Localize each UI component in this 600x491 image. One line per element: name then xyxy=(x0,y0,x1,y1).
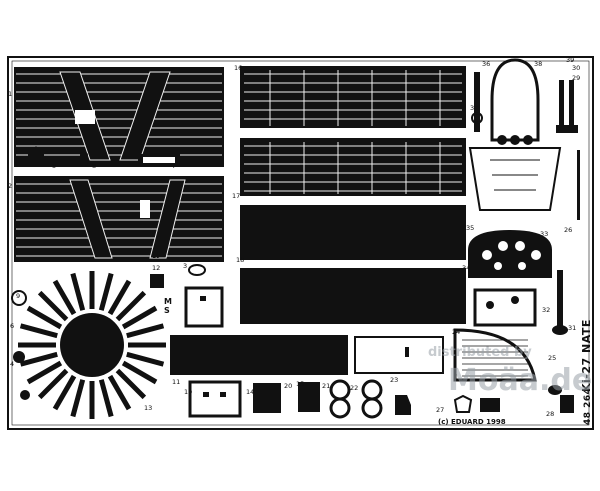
engine-cylinder-fin xyxy=(126,351,165,367)
engine-cylinder-fin xyxy=(26,360,63,385)
canopy-frame-38 xyxy=(468,58,562,211)
part-number-24: 24 xyxy=(452,328,460,336)
side-mark-s: S xyxy=(164,306,170,315)
engine-cylinder-fin xyxy=(37,368,69,400)
part-number-3: 3 xyxy=(183,262,187,270)
kit-number: 48 264 xyxy=(583,388,593,425)
part-number-23: 23 xyxy=(390,376,398,384)
engine-cylinder-fin xyxy=(107,374,132,411)
part-number-11: 11 xyxy=(172,378,180,386)
part-number-2: 2 xyxy=(8,182,12,190)
part-number-39: 39 xyxy=(566,56,574,64)
engine-cylinder-fin xyxy=(52,279,77,316)
part-number-21: 21 xyxy=(322,382,330,390)
strip-parts xyxy=(170,205,466,375)
engine-cylinder-fin xyxy=(26,305,63,330)
kit-name: Ki-27 NATE xyxy=(580,319,593,392)
engine-cylinder-fin xyxy=(70,379,86,418)
engine-cylinder-fin xyxy=(115,290,147,322)
engine-cylinder-fin xyxy=(126,323,165,339)
part-number-4: 4 xyxy=(10,360,14,368)
part-number-6: 6 xyxy=(10,322,14,330)
engine-cylinder-fin xyxy=(107,279,132,316)
part-number-22: 22 xyxy=(350,384,358,392)
radial-engine-part xyxy=(18,271,166,419)
small-parts-row xyxy=(28,146,180,166)
part-number-10: 10 xyxy=(184,388,192,396)
wing-panel-upper xyxy=(14,67,224,167)
part-number-18: 18 xyxy=(236,256,244,264)
lever-parts xyxy=(471,72,483,132)
part-number-37: 37 xyxy=(470,104,478,112)
part-number-9: 9 xyxy=(16,292,20,300)
side-mark-m: M xyxy=(164,297,172,306)
watermark-logo: Moäa.de xyxy=(448,363,592,398)
part-number-19: 19 xyxy=(152,252,160,260)
part-number-16: 16 xyxy=(234,64,242,72)
engine-cylinder-fin xyxy=(98,379,114,418)
fret-inner-frame xyxy=(11,60,590,426)
part-number-25: 25 xyxy=(548,354,556,362)
engine-cylinder-fin xyxy=(19,351,58,367)
part-number-5: 5 xyxy=(52,162,56,170)
watermark-line-1: distributed by xyxy=(428,345,532,360)
bottom-small-parts xyxy=(188,379,574,419)
side-console-32 xyxy=(473,288,537,327)
pedal-31 xyxy=(552,270,568,335)
part-24-curve xyxy=(453,328,537,382)
engine-cylinder-fin xyxy=(89,271,95,309)
engine-cylinder-fin xyxy=(52,374,77,411)
part-number-29: 29 xyxy=(572,74,580,82)
engine-cylinder-fin xyxy=(19,323,58,339)
part-number-14: 14 xyxy=(246,388,254,396)
small-parts-left xyxy=(11,264,206,400)
engine-cylinder-fin xyxy=(89,381,95,419)
fret-frame xyxy=(7,56,594,430)
engine-cylinder-fin xyxy=(18,342,56,348)
part-number-28: 28 xyxy=(546,410,554,418)
engine-cylinder-fin xyxy=(121,360,158,385)
engine-cylinder-fin xyxy=(37,290,69,322)
part-number-12: 12 xyxy=(152,264,160,272)
instrument-panel-part xyxy=(468,230,552,278)
engine-cylinder-fin xyxy=(128,342,166,348)
gun-barrels xyxy=(556,80,580,220)
part-number-33: 33 xyxy=(540,230,548,238)
engine-cylinder-fin xyxy=(98,272,114,311)
part-number-1: 1 xyxy=(8,90,12,98)
part-number-20: 20 xyxy=(284,382,292,390)
engine-cylinder-fin xyxy=(115,368,147,400)
grille-panel-17 xyxy=(240,138,466,196)
engine-cylinder-fin xyxy=(121,305,158,330)
part-number-27: 27 xyxy=(436,406,444,414)
part-number-34: 34 xyxy=(462,264,470,272)
engine-cylinder-fin xyxy=(70,272,86,311)
part-number-13: 13 xyxy=(144,404,152,412)
grille-panel-16 xyxy=(240,66,466,128)
part-number-31: 31 xyxy=(568,324,576,332)
part-number-30: 30 xyxy=(572,64,580,72)
copyright-text: (c) EDUARD 1998 xyxy=(438,418,506,426)
part-number-35: 35 xyxy=(466,224,474,232)
wing-panel-lower xyxy=(14,176,224,262)
part-number-7: 7 xyxy=(172,162,176,170)
part-number-32: 32 xyxy=(542,306,550,314)
part-number-17: 17 xyxy=(232,192,240,200)
part-3-bracket xyxy=(184,286,224,328)
part-number-26: 26 xyxy=(564,226,572,234)
part-number-36: 36 xyxy=(482,60,490,68)
part-number-15: 15 xyxy=(296,380,304,388)
part-number-38: 38 xyxy=(534,60,542,68)
part-number-8: 8 xyxy=(92,162,96,170)
